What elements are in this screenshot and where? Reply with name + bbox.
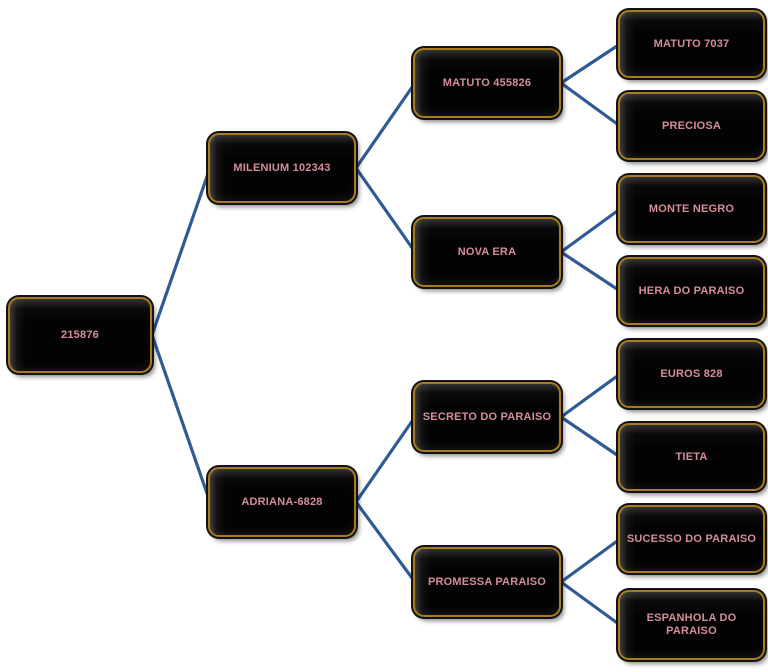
pedigree-node-dam[interactable]: ADRIANA-6828 <box>208 467 356 537</box>
pedigree-node-sdd[interactable]: HERA DO PARAISO <box>618 257 765 325</box>
node-label: SECRETO DO PARAISO <box>422 410 552 423</box>
node-label: HERA DO PARAISO <box>638 284 745 297</box>
node-label: PRECIOSA <box>661 119 722 132</box>
pedigree-node-sire[interactable]: MILENIUM 102343 <box>208 133 356 203</box>
node-label: MONTE NEGRO <box>648 202 735 215</box>
connector-line <box>559 81 622 128</box>
connector-line <box>559 42 622 85</box>
pedigree-node-ddd[interactable]: ESPANHOLA DO PARAISO <box>618 590 765 660</box>
connector-line <box>150 166 212 337</box>
connector-line <box>559 537 622 584</box>
pedigree-node-dds[interactable]: SUCESSO DO PARAISO <box>618 505 765 573</box>
node-label: 215876 <box>61 328 99 341</box>
node-label: EUROS 828 <box>660 367 723 380</box>
pedigree-node-ss[interactable]: MATUTO 455826 <box>413 48 561 118</box>
pedigree-node-dsd[interactable]: TIETA <box>618 423 765 491</box>
pedigree-node-sd[interactable]: NOVA ERA <box>413 217 561 287</box>
node-label: ESPANHOLA DO PARAISO <box>646 612 737 637</box>
pedigree-node-sss[interactable]: MATUTO 7037 <box>618 10 765 78</box>
node-label: NOVA ERA <box>457 245 517 258</box>
connector-line <box>559 580 622 627</box>
node-label: SUCESSO DO PARAISO <box>626 532 757 545</box>
node-label: ADRIANA-6828 <box>241 495 323 508</box>
node-label: MATUTO 455826 <box>442 76 532 89</box>
connector-line <box>150 333 212 504</box>
node-label: MILENIUM 102343 <box>233 161 331 174</box>
connector-line <box>354 415 417 504</box>
connector-line <box>354 500 417 584</box>
pedigree-node-dd[interactable]: PROMESSA PARAISO <box>413 547 561 617</box>
node-label: MATUTO 7037 <box>653 37 730 50</box>
pedigree-node-ssd[interactable]: PRECIOSA <box>618 92 765 160</box>
pedigree-node-root[interactable]: 215876 <box>8 297 152 373</box>
connector-line <box>354 81 417 170</box>
connector-line <box>559 207 622 254</box>
pedigree-node-ds[interactable]: SECRETO DO PARAISO <box>413 382 561 452</box>
node-label: PROMESSA PARAISO <box>427 575 547 588</box>
connector-line <box>559 372 622 419</box>
connector-line <box>354 166 417 254</box>
pedigree-node-dss[interactable]: EUROS 828 <box>618 340 765 408</box>
connector-line <box>559 250 622 293</box>
node-label: TIETA <box>675 450 708 463</box>
connector-line <box>559 415 622 459</box>
pedigree-node-sds[interactable]: MONTE NEGRO <box>618 175 765 243</box>
